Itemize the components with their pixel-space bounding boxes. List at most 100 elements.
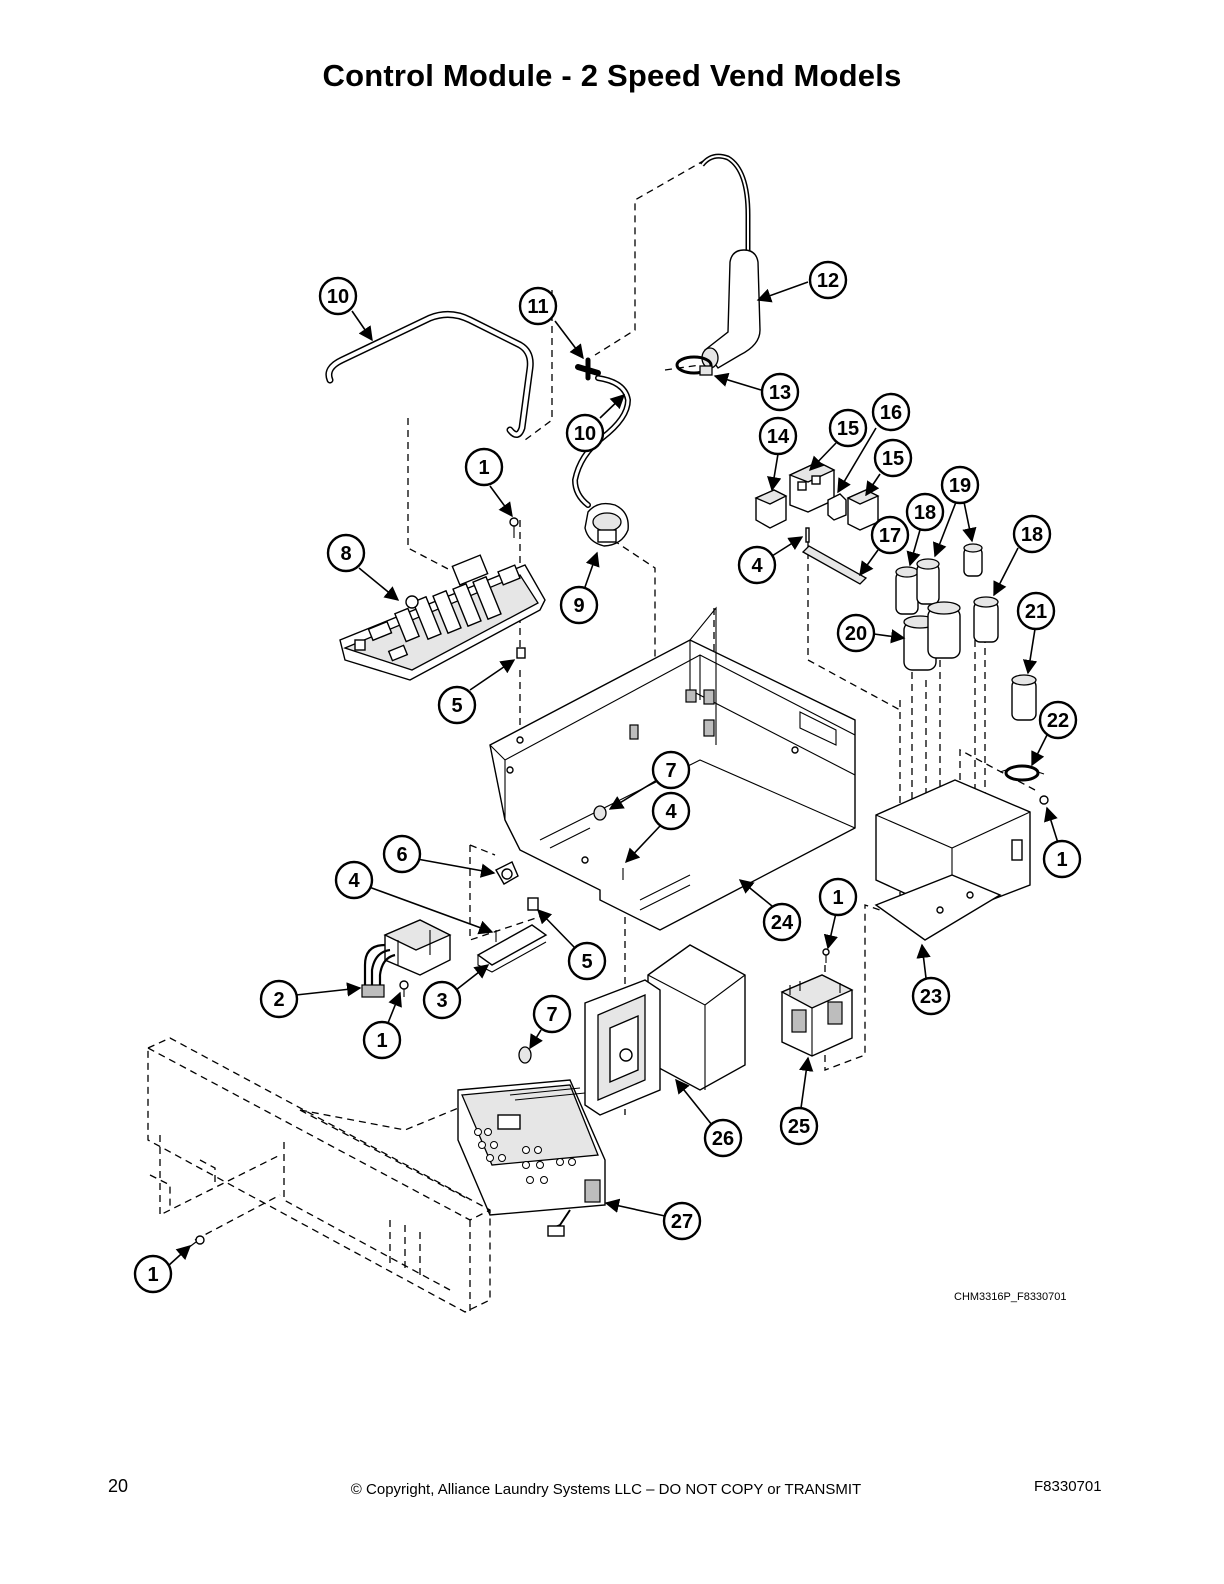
callout-6-grommet: 6 [382, 834, 422, 874]
svg-text:19: 19 [949, 475, 971, 497]
svg-text:1: 1 [478, 457, 489, 479]
page-title: Control Module - 2 Speed Vend Models [322, 58, 902, 93]
svg-text:17: 17 [879, 525, 901, 547]
callout-27-display-board: 27 [662, 1201, 702, 1241]
callout-21-capacitor: 21 [1016, 591, 1056, 631]
svg-text:10: 10 [327, 286, 349, 308]
callout-4-stud-relay: 4 [737, 545, 777, 585]
enclosure-part-26 [584, 944, 746, 1116]
control-board-part-8 [339, 554, 546, 681]
callout-20-capacitor: 20 [836, 613, 876, 653]
callout-9-pressure-switch: 9 [559, 585, 599, 625]
callout-4-stud-harness: 4 [334, 860, 374, 900]
page-number: 20 [108, 1476, 129, 1496]
svg-text:6: 6 [396, 844, 407, 866]
display-board-part-27 [457, 1079, 606, 1237]
svg-text:13: 13 [769, 382, 791, 404]
svg-text:26: 26 [712, 1128, 734, 1150]
capacitor-strap-part-22 [999, 764, 1045, 782]
figure-code: CHM3316P_F8330701 [954, 1291, 1067, 1303]
svg-text:7: 7 [546, 1004, 557, 1026]
svg-text:15: 15 [882, 448, 904, 470]
callout-7-bushing: 7 [651, 750, 691, 790]
svg-text:4: 4 [348, 870, 360, 892]
svg-text:1: 1 [1056, 849, 1067, 871]
svg-text:5: 5 [581, 951, 592, 973]
svg-text:16: 16 [880, 402, 902, 424]
callout-17-rail: 17 [870, 515, 910, 555]
capacitor-bank-parts-18-21 [895, 543, 1037, 721]
small-hardware [187, 517, 1049, 1249]
wire-harness-part-2 [361, 919, 452, 998]
air-dome-part-12 [700, 153, 761, 369]
callout-11-tee: 11 [518, 286, 558, 326]
callout-5-clip-bracket: 5 [567, 941, 607, 981]
callout-8-control-board: 8 [326, 533, 366, 573]
callout-1-screw-harness: 1 [362, 1020, 402, 1060]
callout-5-clip-board: 5 [437, 685, 477, 725]
callout-7-bushing-lower: 7 [532, 994, 572, 1034]
svg-text:14: 14 [767, 426, 790, 448]
callout-2-harness: 2 [259, 979, 299, 1019]
svg-text:15: 15 [837, 418, 859, 440]
svg-text:1: 1 [376, 1030, 387, 1052]
callout-26-enclosure: 26 [703, 1118, 743, 1158]
callout-leader-lines [167, 281, 1059, 1267]
callout-10-hose: 10 [318, 276, 358, 316]
front-console-reference [147, 1037, 491, 1313]
pressure-switch-part-9 [584, 502, 629, 547]
callout-16-relay: 16 [871, 392, 911, 432]
callout-14-relay: 14 [758, 416, 798, 456]
callout-18-capacitor-right: 18 [1012, 514, 1052, 554]
callout-4-stud-chassis: 4 [651, 791, 691, 831]
callout-1-screw-console: 1 [133, 1254, 173, 1294]
svg-text:2: 2 [273, 989, 284, 1011]
svg-text:11: 11 [527, 296, 548, 318]
svg-text:27: 27 [671, 1211, 693, 1233]
transformer-part-25 [780, 974, 854, 1057]
callout-1-screw-top: 1 [464, 447, 504, 487]
callout-19-capacitor: 19 [940, 465, 980, 505]
capacitor-bracket-part-23 [874, 779, 1031, 941]
callout-15-relay: 15 [828, 408, 868, 448]
hose-loop-part-10 [325, 311, 534, 438]
callout-12-air-dome: 12 [808, 260, 848, 300]
callout-3-bracket: 3 [422, 980, 462, 1020]
svg-text:18: 18 [914, 502, 936, 524]
svg-text:22: 22 [1047, 710, 1069, 732]
svg-text:10: 10 [574, 423, 596, 445]
document-number: F8330701 [1034, 1478, 1102, 1495]
svg-text:8: 8 [340, 543, 351, 565]
svg-text:5: 5 [451, 695, 462, 717]
svg-text:4: 4 [751, 555, 763, 577]
svg-text:20: 20 [845, 623, 867, 645]
callout-23-capacitor-bracket: 23 [911, 976, 951, 1016]
callout-10-lower-hose: 10 [565, 413, 605, 453]
copyright-notice: © Copyright, Alliance Laundry Systems LL… [350, 1481, 862, 1498]
svg-text:7: 7 [665, 760, 676, 782]
callout-13-clamp: 13 [760, 372, 800, 412]
callout-15-relay-second: 15 [873, 438, 913, 478]
callout-24-chassis: 24 [762, 902, 802, 942]
relay-assembly-parts-14-17 [754, 461, 880, 585]
svg-text:1: 1 [147, 1264, 158, 1286]
svg-text:25: 25 [788, 1116, 810, 1138]
svg-text:4: 4 [665, 801, 677, 823]
svg-text:21: 21 [1025, 601, 1047, 623]
callout-25-transformer: 25 [779, 1106, 819, 1146]
hose-clamp-part-13 [675, 355, 713, 376]
callout-18-capacitor: 18 [905, 492, 945, 532]
tee-fitting-part-11 [575, 357, 601, 381]
svg-text:24: 24 [771, 912, 794, 934]
svg-text:12: 12 [817, 270, 839, 292]
bracket-part-3 [476, 924, 548, 973]
svg-text:1: 1 [832, 887, 843, 909]
svg-text:3: 3 [436, 990, 447, 1012]
callout-1-screw-bracket: 1 [1042, 839, 1082, 879]
callout-22-strap: 22 [1038, 700, 1078, 740]
svg-text:23: 23 [920, 986, 942, 1008]
callout-1-screw-transformer: 1 [818, 877, 858, 917]
svg-text:9: 9 [573, 595, 584, 617]
svg-text:18: 18 [1021, 524, 1043, 546]
